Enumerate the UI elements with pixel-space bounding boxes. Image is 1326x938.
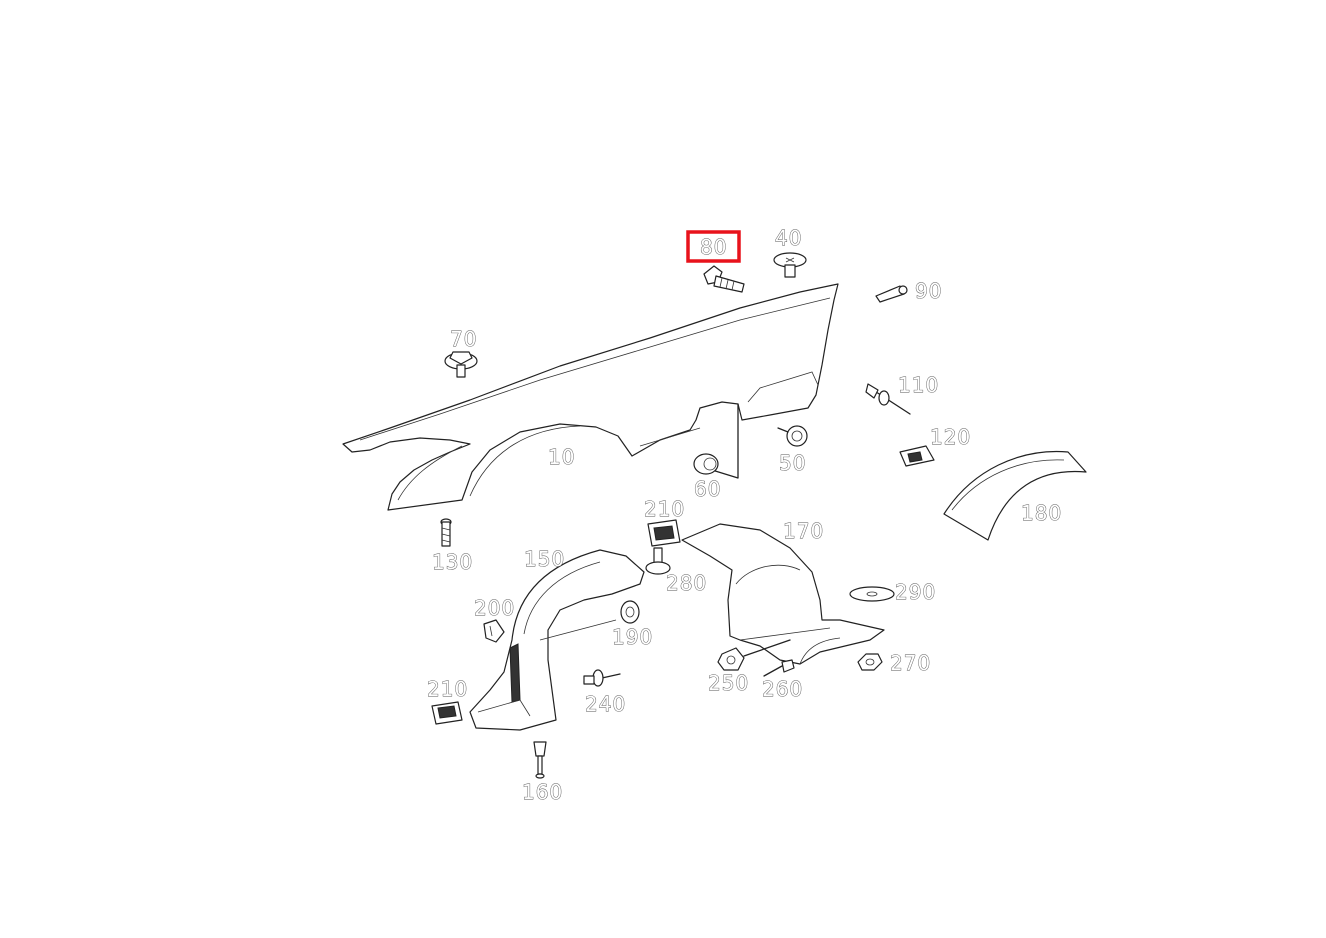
label-120[interactable]: 120 (930, 425, 971, 450)
label-10[interactable]: 10 (548, 445, 575, 470)
label-50[interactable]: 50 (779, 451, 806, 476)
label-70[interactable]: 70 (450, 327, 477, 352)
stud-90[interactable] (875, 285, 908, 303)
label-130[interactable]: 130 (432, 550, 473, 575)
label-180[interactable]: 180 (1021, 501, 1062, 526)
label-240[interactable]: 240 (585, 692, 626, 717)
label-200[interactable]: 200 (474, 596, 515, 621)
clip-nut-210-upper[interactable] (647, 519, 681, 547)
clip-260[interactable] (763, 659, 795, 677)
label-90[interactable]: 90 (915, 279, 942, 304)
label-260[interactable]: 260 (762, 677, 803, 702)
grommet-190[interactable] (620, 600, 640, 624)
wheel-liner-150[interactable] (469, 549, 645, 731)
bolt-70[interactable] (444, 351, 478, 378)
screw-240[interactable] (583, 669, 621, 687)
label-40[interactable]: 40 (775, 226, 802, 251)
arch-trim-180[interactable] (943, 450, 1087, 541)
label-110[interactable]: 110 (898, 373, 939, 398)
grommet-60[interactable] (693, 453, 719, 475)
bolt-80[interactable] (703, 265, 745, 293)
highlight-box (686, 230, 741, 263)
label-270[interactable]: 270 (890, 651, 931, 676)
bracket-200[interactable] (483, 619, 505, 643)
label-290[interactable]: 290 (895, 580, 936, 605)
clip-nut-120[interactable] (899, 445, 935, 467)
wheel-liner-170[interactable] (681, 523, 885, 665)
screw-130[interactable] (440, 518, 452, 547)
push-clip-50[interactable] (777, 425, 808, 447)
clip-nut-210-lower[interactable] (431, 701, 463, 725)
rivet-110[interactable] (865, 383, 911, 415)
label-170[interactable]: 170 (783, 519, 824, 544)
label-210-lower[interactable]: 210 (427, 677, 468, 702)
push-clip-40[interactable] (773, 252, 807, 278)
push-clip-280[interactable] (645, 547, 671, 575)
washer-290[interactable] (849, 586, 895, 602)
nut-270[interactable] (857, 653, 883, 671)
fender-panel[interactable] (342, 283, 839, 511)
nut-250[interactable] (717, 639, 791, 671)
label-160[interactable]: 160 (522, 780, 563, 805)
label-190[interactable]: 190 (612, 625, 653, 650)
label-150[interactable]: 150 (524, 547, 565, 572)
screw-160[interactable] (533, 741, 547, 779)
label-210-upper[interactable]: 210 (644, 497, 685, 522)
label-280[interactable]: 280 (666, 571, 707, 596)
label-250[interactable]: 250 (708, 671, 749, 696)
label-80[interactable]: 80 (700, 235, 727, 260)
label-60[interactable]: 60 (694, 477, 721, 502)
